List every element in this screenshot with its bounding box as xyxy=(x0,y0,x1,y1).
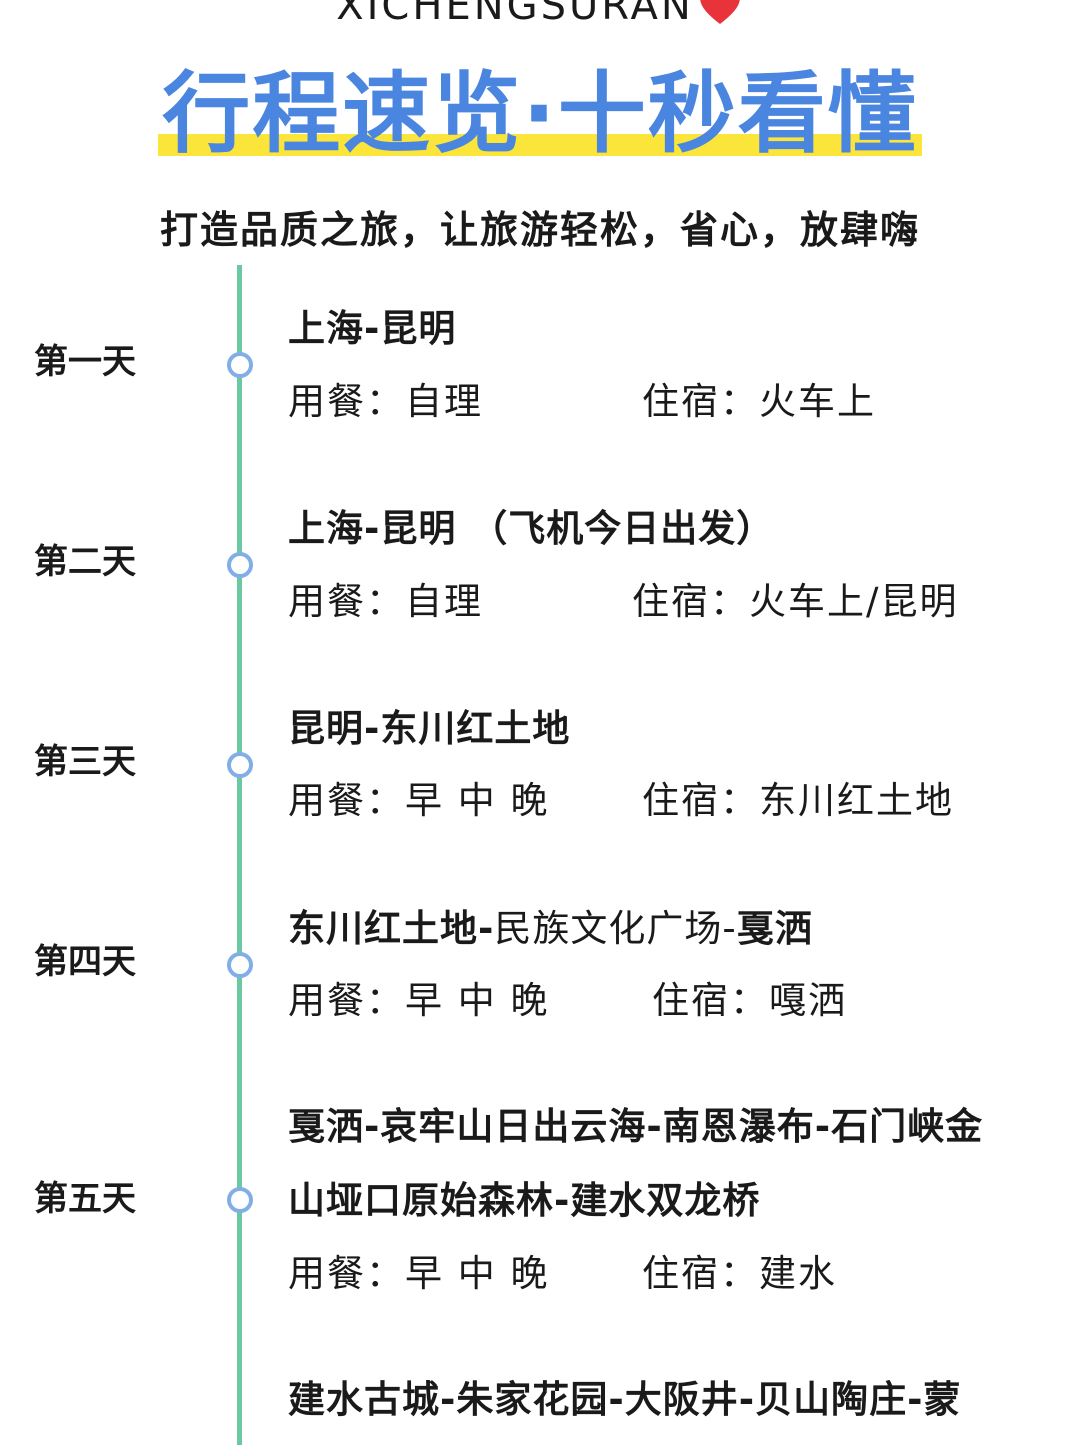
route-segment: 东川红土地- xyxy=(288,907,495,950)
stay-text: 住宿：建水 xyxy=(642,1252,837,1295)
stay-text: 住宿：火车上 xyxy=(642,380,876,423)
brand-text: XICHENGSURAN xyxy=(336,0,694,29)
day-info: 用餐：早 中 晚 住宿：嘎洒 xyxy=(288,977,845,1025)
day-route: 上海-昆明 （飞机今日出发） xyxy=(288,507,775,550)
day-info: 用餐：早 中 晚 住宿：东川红土地 xyxy=(288,777,952,825)
day-info: 用餐：自理 住宿：火车上 xyxy=(288,378,874,426)
stay-text: 住宿：火车上/昆明 xyxy=(632,580,959,623)
timeline-node xyxy=(227,352,253,378)
day-route: 东川红土地-民族文化广场-戛洒 xyxy=(288,892,1058,966)
meals-text: 用餐：早 中 晚 xyxy=(288,979,550,1022)
day-route: 建水古城-朱家花园-大阪井-贝山陶庄-蒙 xyxy=(288,1378,962,1421)
meals-text: 用餐：自理 xyxy=(288,580,483,623)
day-route: 上海-昆明 xyxy=(288,307,457,350)
page-title: 行程速览·十秒看懂 xyxy=(158,62,922,166)
meals-text: 用餐：早 中 晚 xyxy=(288,779,550,822)
brand-header: XICHENGSURAN xyxy=(0,0,1080,30)
stay-text: 住宿：嘎洒 xyxy=(652,979,847,1022)
page-subtitle: 打造品质之旅，让旅游轻松，省心，放肆嗨 xyxy=(159,208,920,252)
day-info: 用餐：早 中 晚 住宿：建水 xyxy=(288,1250,835,1298)
route-line: 戛洒-哀牢山日出云海-南恩瀑布-石门峡金 xyxy=(288,1105,984,1148)
title-highlight xyxy=(158,134,922,156)
timeline-line xyxy=(237,265,242,1445)
meals-text: 用餐：自理 xyxy=(288,380,483,423)
timeline-node xyxy=(227,1187,253,1213)
meals-text: 用餐：早 中 晚 xyxy=(288,1252,550,1295)
day-info: 用餐：自理 住宿：火车上/昆明 xyxy=(288,578,956,626)
timeline-node xyxy=(227,752,253,778)
timeline-node xyxy=(227,552,253,578)
route-line: 山垭口原始森林-建水双龙桥 xyxy=(288,1179,761,1222)
page-title-text: 行程速览·十秒看懂 xyxy=(162,62,918,165)
day-label: 第二天 xyxy=(34,542,136,582)
timeline-node xyxy=(227,952,253,978)
day-label: 第一天 xyxy=(34,342,136,382)
route-segment: 民族文化广场- xyxy=(494,907,737,950)
title-wrap: 行程速览·十秒看懂 xyxy=(0,62,1080,166)
heart-icon xyxy=(700,0,740,24)
route-segment: 戛洒 xyxy=(736,907,813,950)
day-label: 第三天 xyxy=(34,742,136,782)
day-label: 第五天 xyxy=(34,1179,136,1219)
day-route: 昆明-东川红土地 xyxy=(288,707,571,750)
day-route: 戛洒-哀牢山日出云海-南恩瀑布-石门峡金 山垭口原始森林-建水双龙桥 xyxy=(288,1090,1058,1238)
day-label: 第四天 xyxy=(34,942,136,982)
stay-text: 住宿：东川红土地 xyxy=(642,779,954,822)
